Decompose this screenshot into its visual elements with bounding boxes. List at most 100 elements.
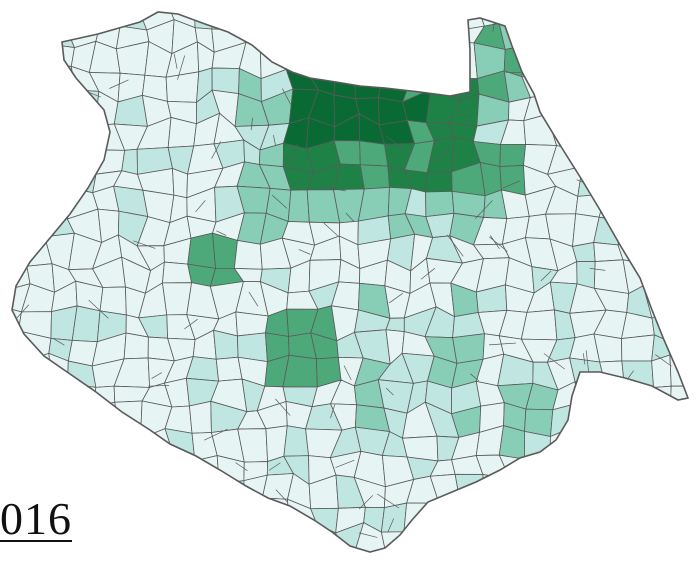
district-region: [578, 141, 602, 168]
district-region: [211, 12, 246, 31]
district-border: [148, 384, 170, 387]
district-region: [215, 497, 246, 532]
district-region: [71, 475, 101, 508]
district-region: [306, 42, 337, 74]
district-region: [333, 575, 366, 580]
district-region: [306, 570, 341, 580]
district-region: [283, 12, 310, 24]
district-region: [664, 240, 688, 265]
district-region: [211, 67, 240, 95]
district-border: [52, 338, 65, 346]
district-region: [164, 428, 196, 462]
district-region: [41, 12, 74, 29]
district-region: [261, 497, 290, 534]
district-region: [652, 69, 671, 103]
district-region: [551, 48, 579, 78]
district-border: [273, 135, 276, 146]
district-border: [655, 354, 672, 367]
district-region: [282, 354, 318, 388]
district-border: [489, 342, 517, 346]
district-region: [237, 332, 268, 363]
district-region: [568, 71, 599, 96]
district-region: [689, 499, 699, 529]
district-region: [12, 376, 28, 411]
district-region: [12, 66, 28, 95]
district-region: [94, 553, 117, 575]
district-region: [601, 0, 624, 5]
district-region: [621, 472, 651, 506]
district-region: [646, 497, 671, 535]
district-region: [524, 546, 555, 552]
district-region: [17, 19, 47, 45]
district-region: [406, 545, 435, 552]
district-border: [177, 55, 186, 80]
district-region: [520, 481, 560, 503]
district-region: [476, 525, 503, 552]
district-border: [404, 61, 410, 78]
district-region: [595, 472, 627, 506]
district-region: [285, 43, 311, 73]
district-region: [359, 164, 390, 190]
district-region: [619, 195, 651, 222]
district-region: [47, 545, 71, 552]
district-border: [687, 291, 688, 296]
district-region: [646, 411, 680, 429]
district-region: [305, 550, 343, 552]
district-region: [90, 0, 121, 3]
district-region: [12, 330, 19, 366]
district-region: [259, 20, 294, 45]
district-region: [160, 528, 196, 552]
district-region: [597, 527, 629, 552]
district-region: [616, 90, 654, 127]
district-region: [666, 47, 688, 79]
district-region: [243, 546, 263, 552]
district-region: [12, 120, 30, 145]
district-border: [358, 532, 378, 538]
district-border: [434, 36, 455, 38]
district-region: [476, 548, 503, 552]
district-region: [114, 521, 151, 552]
district-region: [646, 198, 678, 218]
district-region: [574, 381, 606, 409]
district-region: [16, 456, 51, 486]
district-region: [498, 573, 534, 580]
district-region: [0, 378, 5, 411]
district-region: [425, 521, 459, 552]
district-region: [12, 140, 24, 174]
district-region: [594, 73, 629, 95]
district-border: [23, 64, 44, 82]
district-region: [476, 0, 507, 5]
district-region: [578, 12, 606, 30]
district-region: [117, 497, 143, 527]
district-region: [287, 189, 310, 223]
district-border: [204, 428, 228, 441]
district-region: [449, 550, 481, 552]
district-region: [352, 12, 391, 27]
district-region: [696, 188, 699, 223]
district-region: [425, 190, 455, 218]
district-region: [424, 41, 460, 80]
district-border: [184, 318, 198, 330]
district-region: [22, 116, 51, 146]
district-region: [644, 42, 669, 74]
district-region: [215, 356, 243, 382]
district-region: [521, 45, 555, 78]
district-region: [427, 572, 455, 580]
district-region: [482, 473, 511, 503]
district-border: [345, 212, 355, 223]
district-region: [25, 383, 53, 412]
district-region: [498, 12, 523, 29]
district-region: [689, 120, 699, 145]
district-region: [262, 574, 293, 580]
district-region: [162, 261, 193, 284]
district-border: [394, 69, 404, 82]
district-border: [430, 147, 451, 164]
district-region: [329, 25, 359, 50]
district-region: [188, 528, 217, 552]
district-region: [457, 499, 486, 529]
district-region: [593, 383, 627, 409]
district-region: [621, 360, 654, 389]
district-region: [146, 571, 166, 580]
district-region: [65, 12, 100, 29]
